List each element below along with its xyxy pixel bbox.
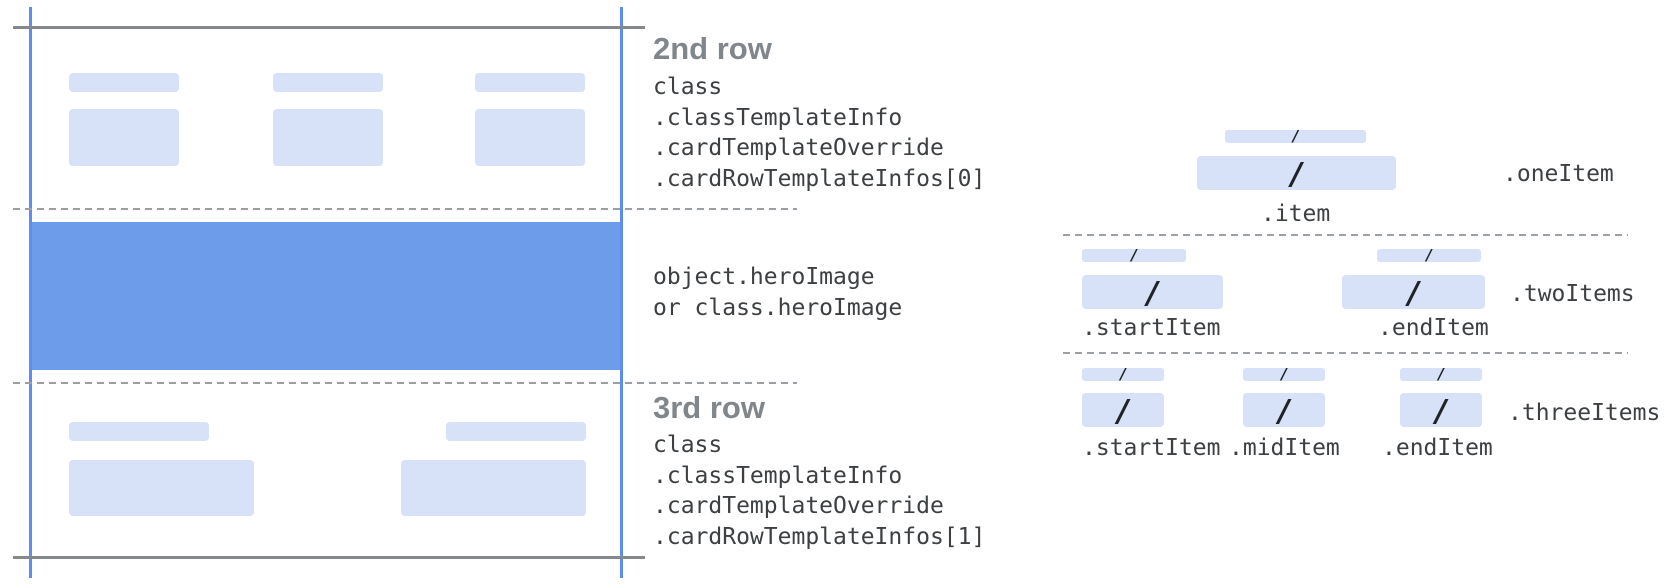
card-right-guide-line <box>620 7 623 578</box>
slash-glyph: / <box>1131 246 1137 264</box>
row2-col3-value-placeholder <box>475 109 585 166</box>
card-bottom-border-line <box>13 556 645 559</box>
slash-glyph: / <box>1438 365 1444 383</box>
code-line: object.heroImage <box>653 264 875 290</box>
row3-code-path: class .classTemplateInfo .cardTemplateOv… <box>653 430 985 552</box>
two-items-end-label-bar: / <box>1377 246 1481 264</box>
row3-col2-value-placeholder <box>401 460 586 516</box>
three-items-mid-value-bar: / <box>1243 393 1325 427</box>
slash-glyph: / <box>1291 157 1302 192</box>
slash-glyph: / <box>1435 394 1447 429</box>
start-item-slot-label: .startItem <box>1082 315 1221 341</box>
three-items-end-label-bar: / <box>1400 365 1482 383</box>
mid-item-slot-label: .midItem <box>1229 435 1340 461</box>
two-three-separator-dashed-line <box>1063 352 1628 354</box>
card-left-guide-line <box>29 7 32 578</box>
one-two-separator-dashed-line <box>1063 234 1628 236</box>
row3-col1-label-placeholder <box>69 422 209 441</box>
item-slot-label: .item <box>1261 201 1331 227</box>
code-line: .classTemplateInfo <box>653 462 903 489</box>
one-item-value-bar: / <box>1197 156 1396 190</box>
code-line: .cardTemplateOverride <box>653 135 944 161</box>
code-line: .cardRowTemplateInfos[1] <box>653 523 986 550</box>
two-items-end-value-bar: / <box>1342 275 1485 309</box>
end-item-slot-label: .endItem <box>1378 315 1489 341</box>
hero-code-path: object.heroImage or class.heroImage <box>653 262 902 323</box>
row2-heading: 2nd row <box>653 31 772 66</box>
hero-row3-separator-dashed-line <box>13 382 797 384</box>
code-line: .cardTemplateOverride <box>653 493 944 519</box>
slash-glyph: / <box>1408 276 1419 311</box>
card-top-border-line <box>13 26 645 29</box>
two-items-start-label-bar: / <box>1082 246 1186 264</box>
row2-col2-label-placeholder <box>273 73 383 92</box>
row3-heading: 3rd row <box>653 390 765 425</box>
one-item-row-label: .oneItem <box>1503 161 1614 187</box>
row2-col2-value-placeholder <box>273 109 383 166</box>
row2-hero-separator-dashed-line <box>13 208 797 210</box>
two-items-row-label: .twoItems <box>1510 281 1635 307</box>
row2-code-path: class .classTemplateInfo .cardTemplateOv… <box>653 72 985 194</box>
row2-col3-label-placeholder <box>475 73 585 92</box>
slash-glyph: / <box>1120 365 1126 383</box>
slash-glyph: / <box>1281 365 1287 383</box>
one-item-label-bar: / <box>1225 127 1366 145</box>
three-items-mid-label-bar: / <box>1243 365 1325 383</box>
two-items-start-value-bar: / <box>1082 275 1223 309</box>
slash-glyph: / <box>1117 394 1129 429</box>
end-item-slot-label: .endItem <box>1382 435 1493 461</box>
row3-col1-value-placeholder <box>69 460 254 516</box>
row2-col1-label-placeholder <box>69 73 179 92</box>
code-line: class <box>653 432 723 458</box>
slash-glyph: / <box>1278 394 1290 429</box>
code-line: or class.heroImage <box>653 294 903 321</box>
code-line: class <box>653 74 723 100</box>
slash-glyph: / <box>1292 127 1299 145</box>
three-items-end-value-bar: / <box>1400 393 1482 427</box>
three-items-start-value-bar: / <box>1082 393 1164 427</box>
slash-glyph: / <box>1147 276 1158 311</box>
three-items-row-label: .threeItems <box>1508 400 1661 426</box>
row2-col1-value-placeholder <box>69 109 179 166</box>
hero-image-band <box>32 222 620 370</box>
slash-glyph: / <box>1426 246 1432 264</box>
code-line: .cardRowTemplateInfos[0] <box>653 165 986 192</box>
start-item-slot-label: .startItem <box>1082 435 1221 461</box>
code-line: .classTemplateInfo <box>653 104 903 131</box>
row3-col2-label-placeholder <box>446 422 586 441</box>
three-items-start-label-bar: / <box>1082 365 1164 383</box>
